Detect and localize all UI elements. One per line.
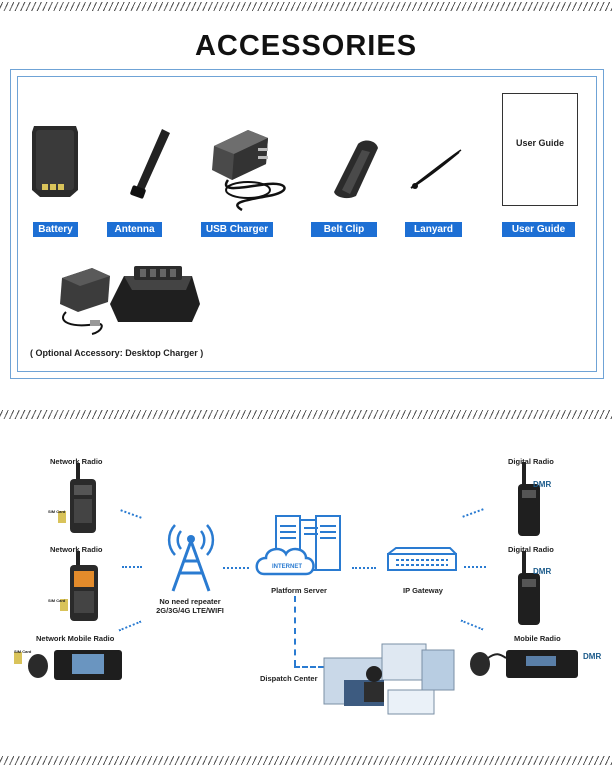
network-mobile-radio-label: Network Mobile Radio xyxy=(36,634,115,643)
user-guide-cover-text: User Guide xyxy=(515,138,564,148)
link-server-gateway xyxy=(352,567,376,569)
network-radio-2-label: Network Radio xyxy=(50,545,103,554)
link-gateway-digital2 xyxy=(464,566,486,568)
ip-gateway-icon xyxy=(387,547,457,571)
bottom-hatch-divider xyxy=(0,756,612,765)
lanyard-image xyxy=(410,149,462,189)
link-tower-server xyxy=(223,567,249,569)
platform-server-icon xyxy=(255,515,341,576)
sim-card-label-3: SIM Card xyxy=(14,649,32,654)
desktop-charger-image xyxy=(60,266,200,335)
lanyard-label: Lanyard xyxy=(405,222,462,237)
link-radio1-tower xyxy=(120,509,142,519)
antenna-label: Antenna xyxy=(107,222,162,237)
battery-image xyxy=(32,126,78,197)
accessories-frame-outer xyxy=(10,69,604,379)
link-server-dispatch-vertical xyxy=(294,596,296,666)
page-title: ACCESSORIES xyxy=(194,30,418,62)
dmr-logo-2: DMR xyxy=(533,567,552,576)
link-gateway-mobile xyxy=(460,619,484,631)
usb-charger-label: USB Charger xyxy=(201,222,273,237)
platform-server-label: Platform Server xyxy=(271,586,327,595)
belt-clip-label: Belt Clip xyxy=(311,222,377,237)
link-mobile-tower xyxy=(118,620,142,632)
accessories-frame-inner xyxy=(17,76,597,372)
user-guide-label: User Guide xyxy=(502,222,575,237)
network-radio-1-label: Network Radio xyxy=(50,457,103,466)
middle-hatch-divider xyxy=(0,410,612,419)
digital-radio-1-image xyxy=(518,462,540,536)
tower-caption-line1: No need repeater xyxy=(159,597,221,606)
mobile-radio-image xyxy=(470,650,578,678)
link-server-dispatch-horizontal xyxy=(294,666,324,668)
link-radio2-tower xyxy=(122,566,142,568)
sim-card-label-1: SIM Card xyxy=(48,509,66,514)
usb-charger-image xyxy=(212,130,286,212)
dmr-logo-1: DMR xyxy=(533,480,552,489)
mobile-radio-label: Mobile Radio xyxy=(514,634,561,643)
user-guide-cover xyxy=(502,93,578,206)
ip-gateway-label: IP Gateway xyxy=(403,586,443,595)
dmr-logo-3: DMR xyxy=(583,652,602,661)
internet-label: INTERNET xyxy=(272,564,302,570)
battery-label: Battery xyxy=(33,222,78,237)
dispatch-center-image xyxy=(323,643,455,715)
link-gateway-digital1 xyxy=(462,508,484,518)
top-hatch-divider xyxy=(0,2,612,11)
tower-caption-line2: 2G/3G/4G LTE/WIFI xyxy=(156,606,224,615)
belt-clip-image xyxy=(334,140,378,199)
antenna-image xyxy=(130,129,170,199)
tower-icon xyxy=(167,524,215,592)
digital-radio-2-label: Digital Radio xyxy=(508,545,554,554)
digital-radio-2-image xyxy=(518,551,540,625)
network-radio-1-image xyxy=(58,463,96,533)
network-mobile-radio-image xyxy=(14,650,122,680)
network-radio-2-image xyxy=(60,551,98,621)
digital-radio-1-label: Digital Radio xyxy=(508,457,554,466)
dispatch-center-label: Dispatch Center xyxy=(260,674,318,683)
optional-accessory-note: ( Optional Accessory: Desktop Charger ) xyxy=(30,348,204,358)
sim-card-label-2: SIM Card xyxy=(48,598,66,603)
